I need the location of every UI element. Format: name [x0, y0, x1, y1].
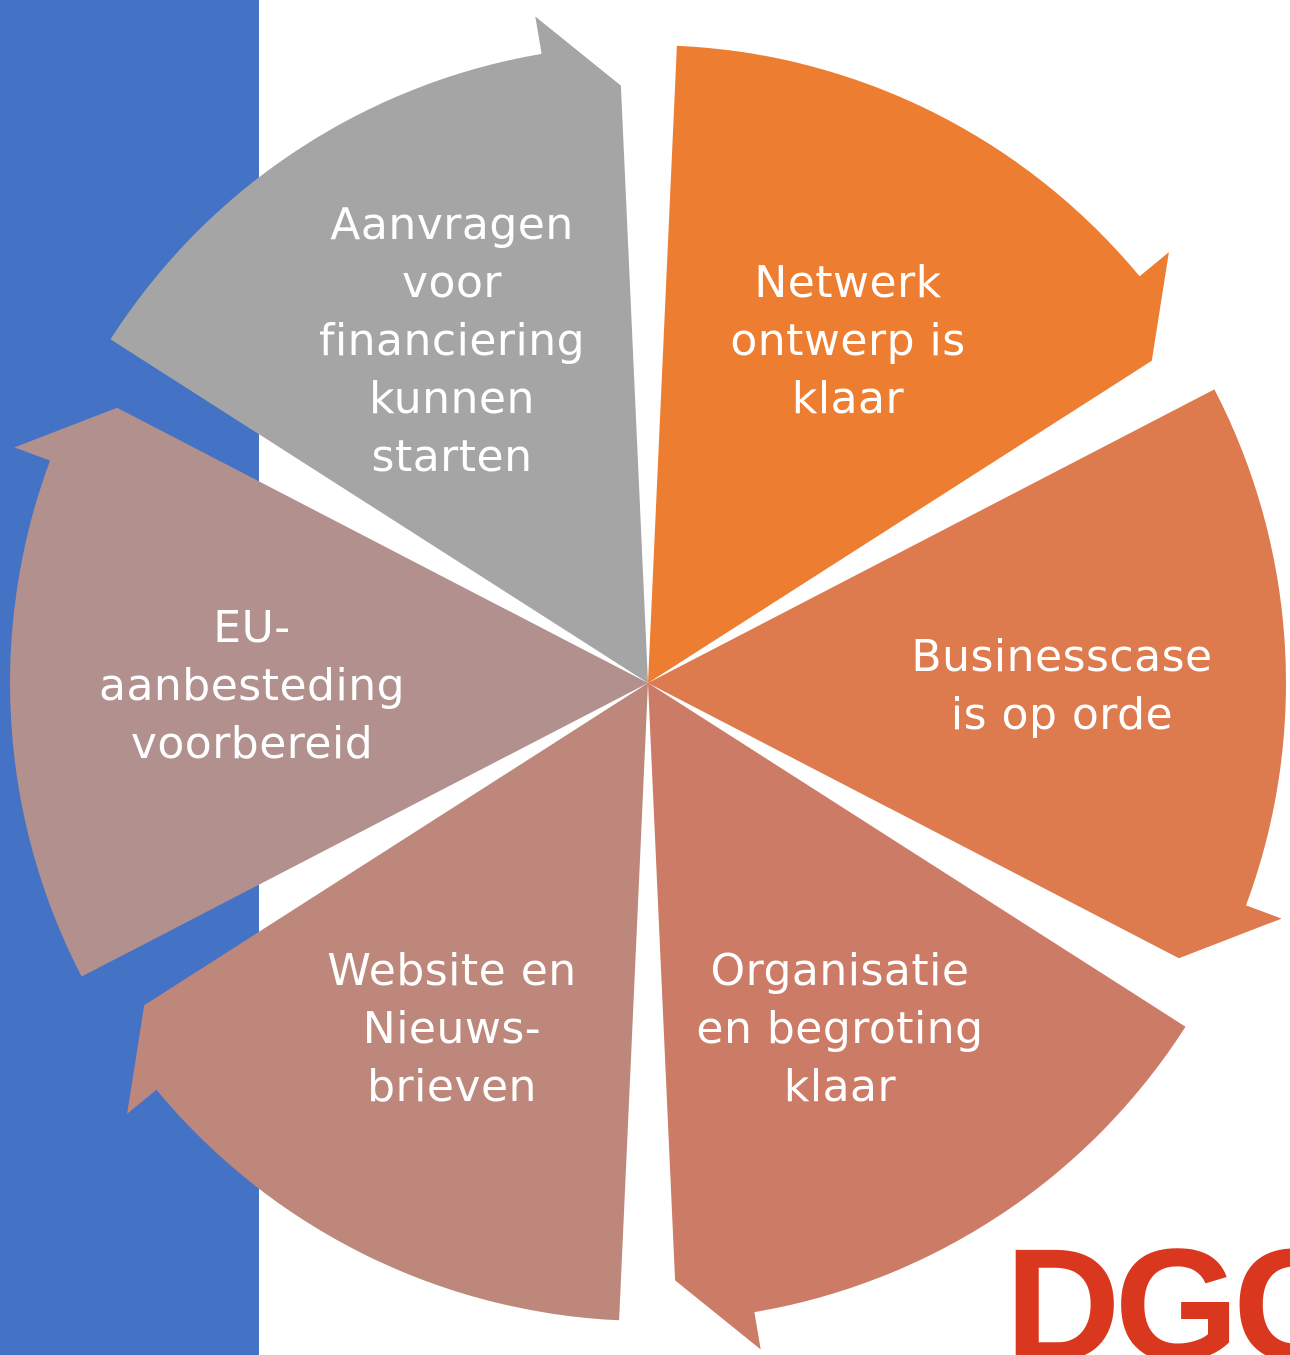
cycle-segment-4-line-1: Website en [327, 945, 576, 996]
cycle-segment-5 [10, 407, 648, 977]
cycle-segment-2 [648, 389, 1286, 959]
cycle-segment-6-label: Aanvragen voor financiering kunnen starten [319, 199, 585, 482]
cycle-segment-6-line-5: starten [372, 431, 533, 482]
cycle-segment-1-line-2: ontwerp is [730, 315, 965, 366]
cycle-segment-5-line-3: voorbereid [131, 718, 373, 769]
cycle-segment-3-line-1: Organisatie [711, 945, 970, 996]
cycle-segment-4-line-2: Nieuws- [363, 1003, 541, 1054]
cycle-segment-5-label: EU-aanbesteding voorbereid [99, 602, 405, 769]
cycle-segment-6 [110, 16, 648, 683]
cycle-segment-6-line-3: financiering [319, 315, 585, 366]
cycle-segment-4-label: Website en Nieuws-brieven [327, 945, 576, 1112]
cycle-segment-6-line-4: kunnen [369, 373, 535, 424]
cycle-segment-3-line-3: klaar [784, 1061, 897, 1112]
cycle-segment-5-line-2: aanbesteding [99, 660, 405, 711]
cycle-segment-3 [648, 683, 1186, 1350]
cycle-segment-4 [127, 683, 649, 1321]
cycle-segment-6-line-2: voor [402, 257, 502, 308]
cycle-segment-3-line-2: en begroting [696, 1003, 983, 1054]
cycle-segment-2-label: Businesscase is op orde [911, 631, 1212, 740]
cycle-segment-2-line-1: Businesscase [911, 631, 1212, 682]
cycle-segment-6-line-1: Aanvragen [330, 199, 573, 250]
cycle-segment-1-line-1: Netwerk [754, 257, 941, 308]
cycle-segment-1 [648, 45, 1169, 683]
cycle-segment-5-line-1: EU- [213, 602, 290, 653]
cycle-segment-1-label: Netwerk ontwerp is klaar [730, 257, 965, 424]
cycle-segment-1-line-3: klaar [792, 373, 905, 424]
cycle-segment-4-line-3: brieven [367, 1061, 537, 1112]
cycle-segment-3-label: Organisatie en begroting klaar [696, 945, 983, 1112]
cycle-segment-2-line-2: is op orde [951, 689, 1173, 740]
dgg-logo: DGG [1005, 1215, 1290, 1355]
